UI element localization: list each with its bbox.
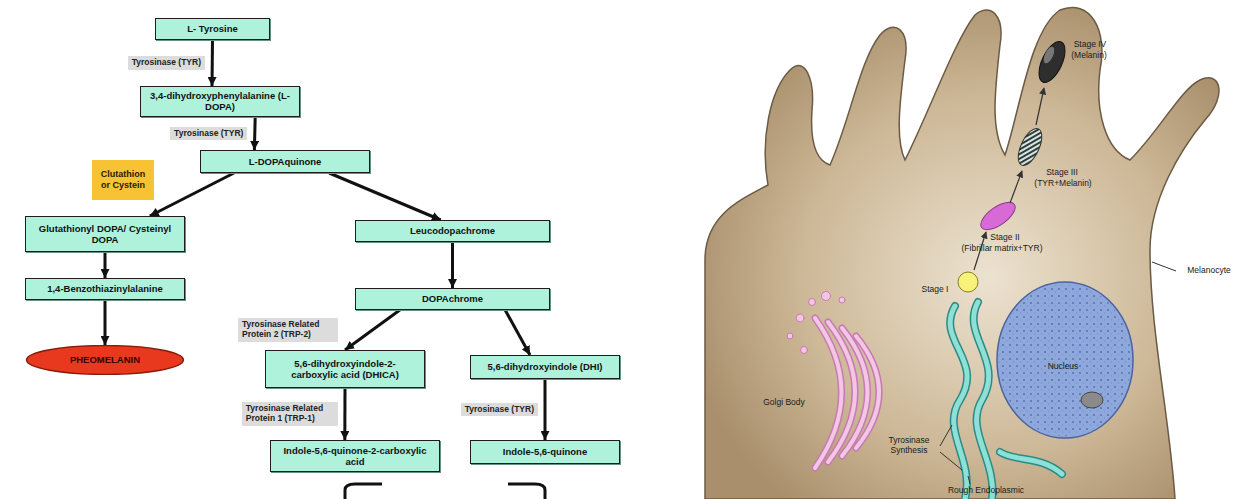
reaction-arrow <box>343 388 346 440</box>
process-label: Tyrosinase Synthesis <box>880 436 938 456</box>
reaction-arrow <box>150 173 234 216</box>
node-text: Clutathion or Cystein <box>97 169 149 191</box>
node-text: 5,6-dihydroxyindole (DHI) <box>487 361 602 372</box>
bottom-brackets <box>345 484 545 499</box>
stage-label: (TYR+Melanin) <box>1028 179 1098 189</box>
oval-shape <box>27 346 184 375</box>
cofactor-box: Clutathion or Cystein <box>92 160 154 200</box>
enzyme-label: Tyrosinase Related Protein 1 (TRP-1) <box>242 402 338 426</box>
enzyme-label: Tyrosinase (TYR) <box>170 127 247 141</box>
process-box: 1,4-Benzothiazinylalanine <box>25 278 185 300</box>
stage-label: (Fibrillar matrix+TYR) <box>950 244 1054 254</box>
node-text: PHEOMELANIN <box>70 354 140 365</box>
enzyme-label: Tyrosinase Related Protein 2 (TRP-2) <box>238 318 338 342</box>
product-oval: PHEOMELANIN <box>25 345 185 375</box>
reaction-arrow <box>345 310 400 350</box>
organelle-label: Golgi Body <box>758 398 810 408</box>
reaction-arrow <box>104 252 107 278</box>
process-box: Leucodopachrome <box>355 220 550 242</box>
enzyme-label: Tyrosinase (TYR) <box>128 56 205 70</box>
node-text: Indole-5,6-quinone-2-carboxylic acid <box>276 445 434 468</box>
reaction-arrow <box>505 310 530 355</box>
process-box: 3,4-dihydroxyphenylalanine (L-DOPA) <box>140 86 300 117</box>
melanosome-stages <box>958 38 1070 292</box>
stage-label: (Melanin) <box>1064 51 1114 61</box>
reaction-arrow <box>544 379 547 440</box>
reaction-arrow <box>253 117 257 150</box>
rough-er <box>950 302 1062 499</box>
cell-label: Melanocyte <box>1179 266 1239 276</box>
node-text: 5,6-dihydroxyindole-2-carboxylic acid (D… <box>271 358 419 381</box>
reaction-arrow <box>329 173 441 220</box>
process-box: Indole-5,6-quinone-2-carboxylic acid <box>270 440 440 472</box>
organelle-label: Rough Endoplasmic <box>940 486 1032 496</box>
node-text: L-DOPAquinone <box>249 156 322 167</box>
stage-label: Stage III <box>1040 168 1084 178</box>
node-text: Leucodopachrome <box>410 225 495 236</box>
organelle-label: Nucleus <box>1038 362 1088 372</box>
reaction-arrow <box>104 300 107 345</box>
process-box: L-DOPAquinone <box>200 150 370 173</box>
process-box: Indole-5,6-quinone <box>470 440 620 464</box>
node-text: Indole-5,6-quinone <box>503 446 587 457</box>
stage-label: Stage IV <box>1070 40 1110 50</box>
process-box: 5,6-dihydroxyindole-2-carboxylic acid (D… <box>265 350 425 388</box>
leader-lines <box>940 262 1176 484</box>
process-box: 5,6-dihydroxyindole (DHI) <box>470 355 620 379</box>
cell-body <box>705 7 1219 499</box>
stage-label: Stage I <box>916 285 954 295</box>
reaction-arrow <box>451 242 454 288</box>
node-text: L- Tyrosine <box>187 23 238 34</box>
process-box: DOPAchrome <box>355 288 550 310</box>
nucleus <box>997 282 1133 438</box>
enzyme-label: Tyrosinase (TYR) <box>461 403 538 417</box>
golgi <box>787 292 879 469</box>
node-text: 1,4-Benzothiazinylalanine <box>47 283 163 294</box>
node-text: Glutathionyl DOPA/ Cysteinyl DOPA <box>31 223 179 246</box>
process-box: L- Tyrosine <box>155 18 270 40</box>
node-text: 3,4-dihydroxyphenylalanine (L-DOPA) <box>146 90 294 113</box>
stage-label: Stage II <box>985 233 1025 243</box>
node-text: DOPAchrome <box>422 293 483 304</box>
process-box: Glutathionyl DOPA/ Cysteinyl DOPA <box>25 216 185 252</box>
reaction-arrow <box>211 40 215 86</box>
